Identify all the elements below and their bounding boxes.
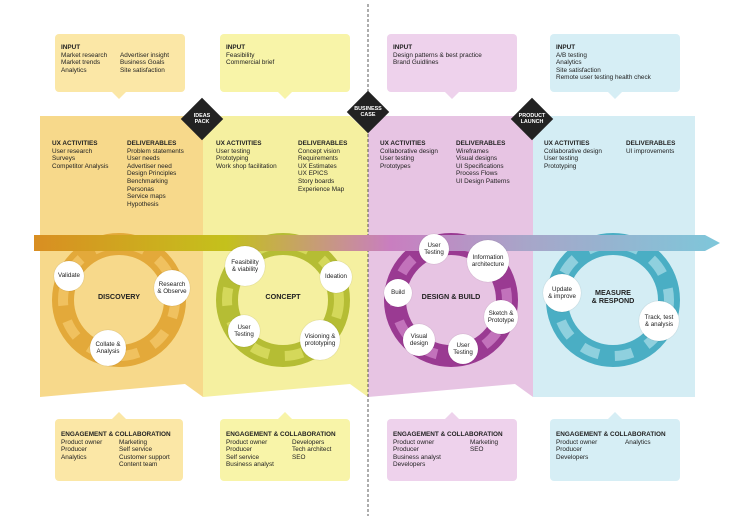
engagement-box-2 <box>220 412 350 481</box>
input-box-4 <box>550 34 680 99</box>
step-visioning-prototyping: Visioning &prototyping <box>300 320 340 360</box>
engagement-box-4 <box>550 412 680 481</box>
stage-measure-respond: MEASURE& RESPOND <box>591 288 635 306</box>
engagement-box-1 <box>55 412 183 481</box>
step-ideation: Ideation <box>320 261 352 293</box>
engagement-1-title: ENGAGEMENT & COLLABORATION <box>61 431 171 438</box>
engagement-2-title: ENGAGEMENT & COLLABORATION <box>226 431 336 438</box>
phase-4-deliverables: DELIVERABLES UI improvements <box>626 140 676 155</box>
stage-design-build: DESIGN & BUILD <box>421 292 481 301</box>
step-validate: Validate <box>54 261 84 291</box>
input-box-3 <box>387 34 517 99</box>
business-case-diamond <box>346 90 390 134</box>
input-box-2 <box>220 34 350 99</box>
step-update-improve: Update& improve <box>543 274 581 312</box>
step-build: Build <box>384 279 412 307</box>
engagement-4-title: ENGAGEMENT & COLLABORATION <box>556 431 666 438</box>
step-feasibility-viability: Feasibility& viability <box>225 246 265 286</box>
ideas-pack-diamond <box>180 97 224 141</box>
input-box-1 <box>55 34 185 99</box>
engagement-3-title: ENGAGEMENT & COLLABORATION <box>393 431 503 438</box>
stage-concept: CONCEPT <box>265 292 301 301</box>
stage-discovery: DISCOVERY <box>97 292 141 301</box>
timeline-arrow <box>34 235 720 251</box>
step-sketch-prototype: Sketch &Prototype <box>484 300 518 334</box>
step-track-test-analysis: Track, test& analysis <box>639 301 679 341</box>
step-research-observe: Research& Observe <box>154 270 190 306</box>
step-collate-analysis: Collate &Analysis <box>90 330 126 366</box>
engagement-box-3 <box>387 412 517 481</box>
engagement-4-col2: Analytics <box>625 438 651 446</box>
